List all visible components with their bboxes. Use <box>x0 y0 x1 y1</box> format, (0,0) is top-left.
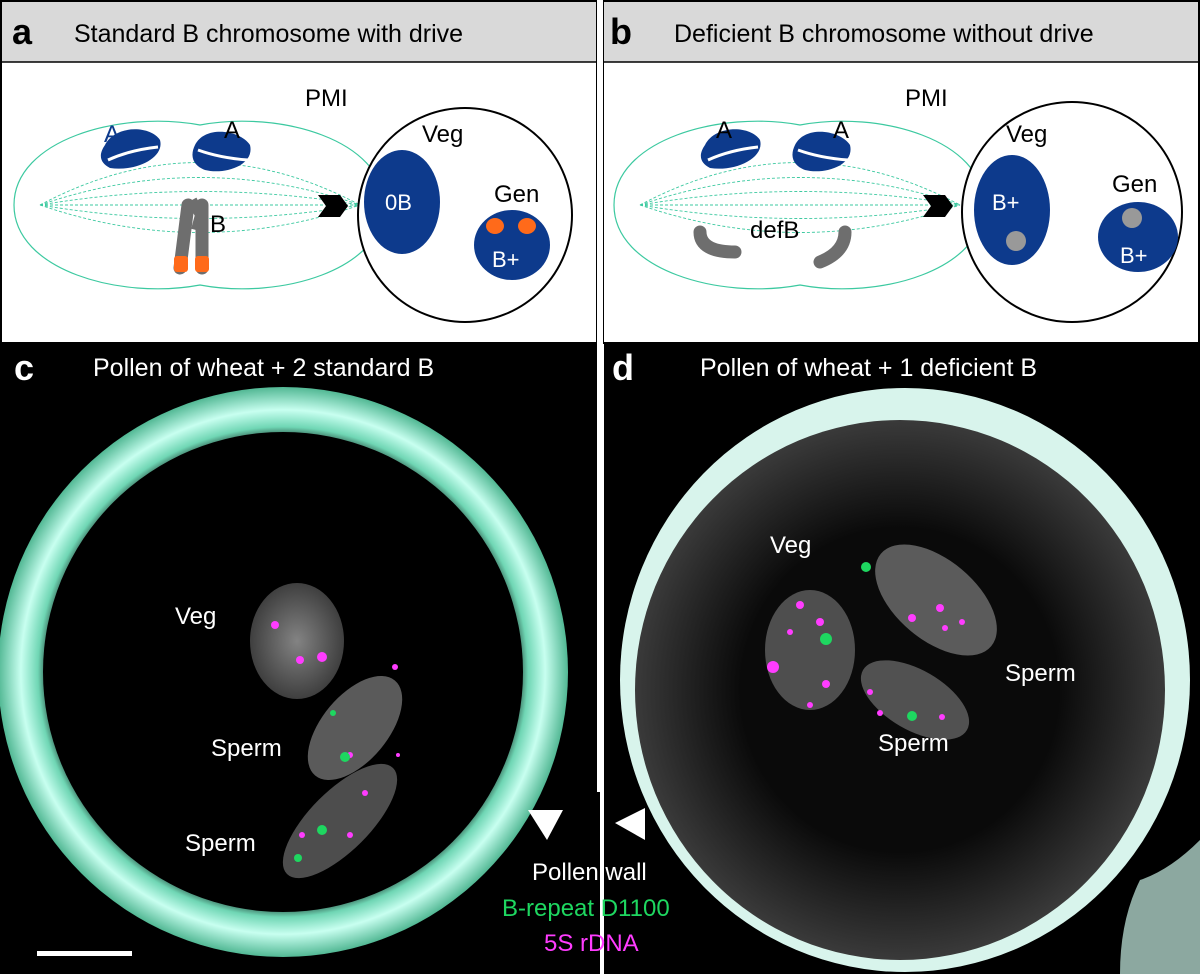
veg-label-c: Veg <box>175 603 216 630</box>
legend-rdna: 5S rDNA <box>544 930 639 957</box>
neighbor-pollen-edge <box>1120 840 1200 974</box>
panel-a-title: Standard B chromosome with drive <box>74 20 463 48</box>
gen-label-b: Gen <box>1112 171 1157 198</box>
sperm-label-d1: Sperm <box>1005 660 1076 687</box>
defb-chromatid-right <box>813 225 852 269</box>
chrom-a-label-b2: A <box>833 117 849 144</box>
defb-chromatid-left <box>693 225 742 259</box>
veg-nucleus-b <box>974 155 1050 265</box>
pointer-right-icon <box>615 808 645 840</box>
a-chromosome-left-b <box>700 129 761 169</box>
rdna-signals-d <box>767 601 965 720</box>
sperm-nucleus-c1 <box>307 675 403 781</box>
chrom-a-label-1: A <box>104 121 120 148</box>
sperm-nucleus-d1 <box>875 544 997 656</box>
panel-b-header <box>604 2 1198 62</box>
panel-a: a Standard B chromosome with drive PMI A… <box>0 0 598 344</box>
b-repeat-signals-d <box>820 562 917 721</box>
panel-c-title: Pollen of wheat + 2 standard B <box>93 354 434 382</box>
b-chromosome <box>173 197 209 275</box>
a-chromosome-right <box>192 131 251 172</box>
chrom-defb-label: defB <box>750 217 799 244</box>
arrow-icon <box>318 195 348 217</box>
arrow-icon-b <box>923 195 953 217</box>
panel-b: b Deficient B chromosome without drive P… <box>602 0 1200 344</box>
sperm-label-d2: Sperm <box>878 730 949 757</box>
gen-nucleus-b-label: B+ <box>1120 243 1148 268</box>
scale-bar <box>37 951 132 956</box>
gen-nucleus-a-label: B+ <box>492 247 520 272</box>
panel-c: c Pollen of wheat + 2 standard B Veg Spe… <box>0 344 600 974</box>
panel-b-letter: b <box>610 11 632 52</box>
panel-divider <box>597 0 603 792</box>
panel-c-letter: c <box>14 347 34 388</box>
pmc-cell-outline <box>13 120 385 290</box>
veg-nucleus-c <box>250 583 344 699</box>
panel-d-letter: d <box>612 347 634 388</box>
veg-nucleus-a-label: 0B <box>385 190 412 215</box>
veg-label-d: Veg <box>770 532 811 559</box>
veg-label-b: Veg <box>1006 121 1047 148</box>
panel-a-letter: a <box>12 11 33 52</box>
panel-d: d Pollen of wheat + 1 deficient B Veg Sp… <box>604 344 1200 974</box>
veg-label-a: Veg <box>422 121 463 148</box>
legend-pollen-wall: Pollen wall <box>532 859 647 886</box>
pmc-cell-outline-b <box>613 120 985 290</box>
sperm-nucleus-c2 <box>282 763 398 879</box>
veg-nucleus-d <box>765 590 855 710</box>
pointer-left-icon <box>528 810 563 840</box>
panel-a-header <box>2 2 596 62</box>
gen-nucleus-b <box>1098 202 1178 272</box>
panel-a-stage: PMI <box>305 85 348 112</box>
sperm-label-c2: Sperm <box>185 830 256 857</box>
chrom-b-label: B <box>210 211 226 238</box>
panel-d-title: Pollen of wheat + 1 deficient B <box>700 354 1037 382</box>
legend: Pollen wall B-repeat D1100 5S rDNA <box>502 808 670 957</box>
a-chromosome-right-b <box>792 131 851 172</box>
a-chromosome-left <box>100 129 161 169</box>
veg-nucleus-a <box>364 150 440 254</box>
sperm-label-c1: Sperm <box>211 735 282 762</box>
chrom-a-label-2: A <box>224 117 240 144</box>
b-repeat-signals-c <box>294 710 350 862</box>
gen-label-a: Gen <box>494 181 539 208</box>
panel-b-title: Deficient B chromosome without drive <box>674 20 1094 48</box>
panel-b-stage: PMI <box>905 85 948 112</box>
chrom-a-label-b1: A <box>716 117 732 144</box>
veg-nucleus-b-label: B+ <box>992 190 1020 215</box>
legend-b-repeat: B-repeat D1100 <box>502 895 670 922</box>
